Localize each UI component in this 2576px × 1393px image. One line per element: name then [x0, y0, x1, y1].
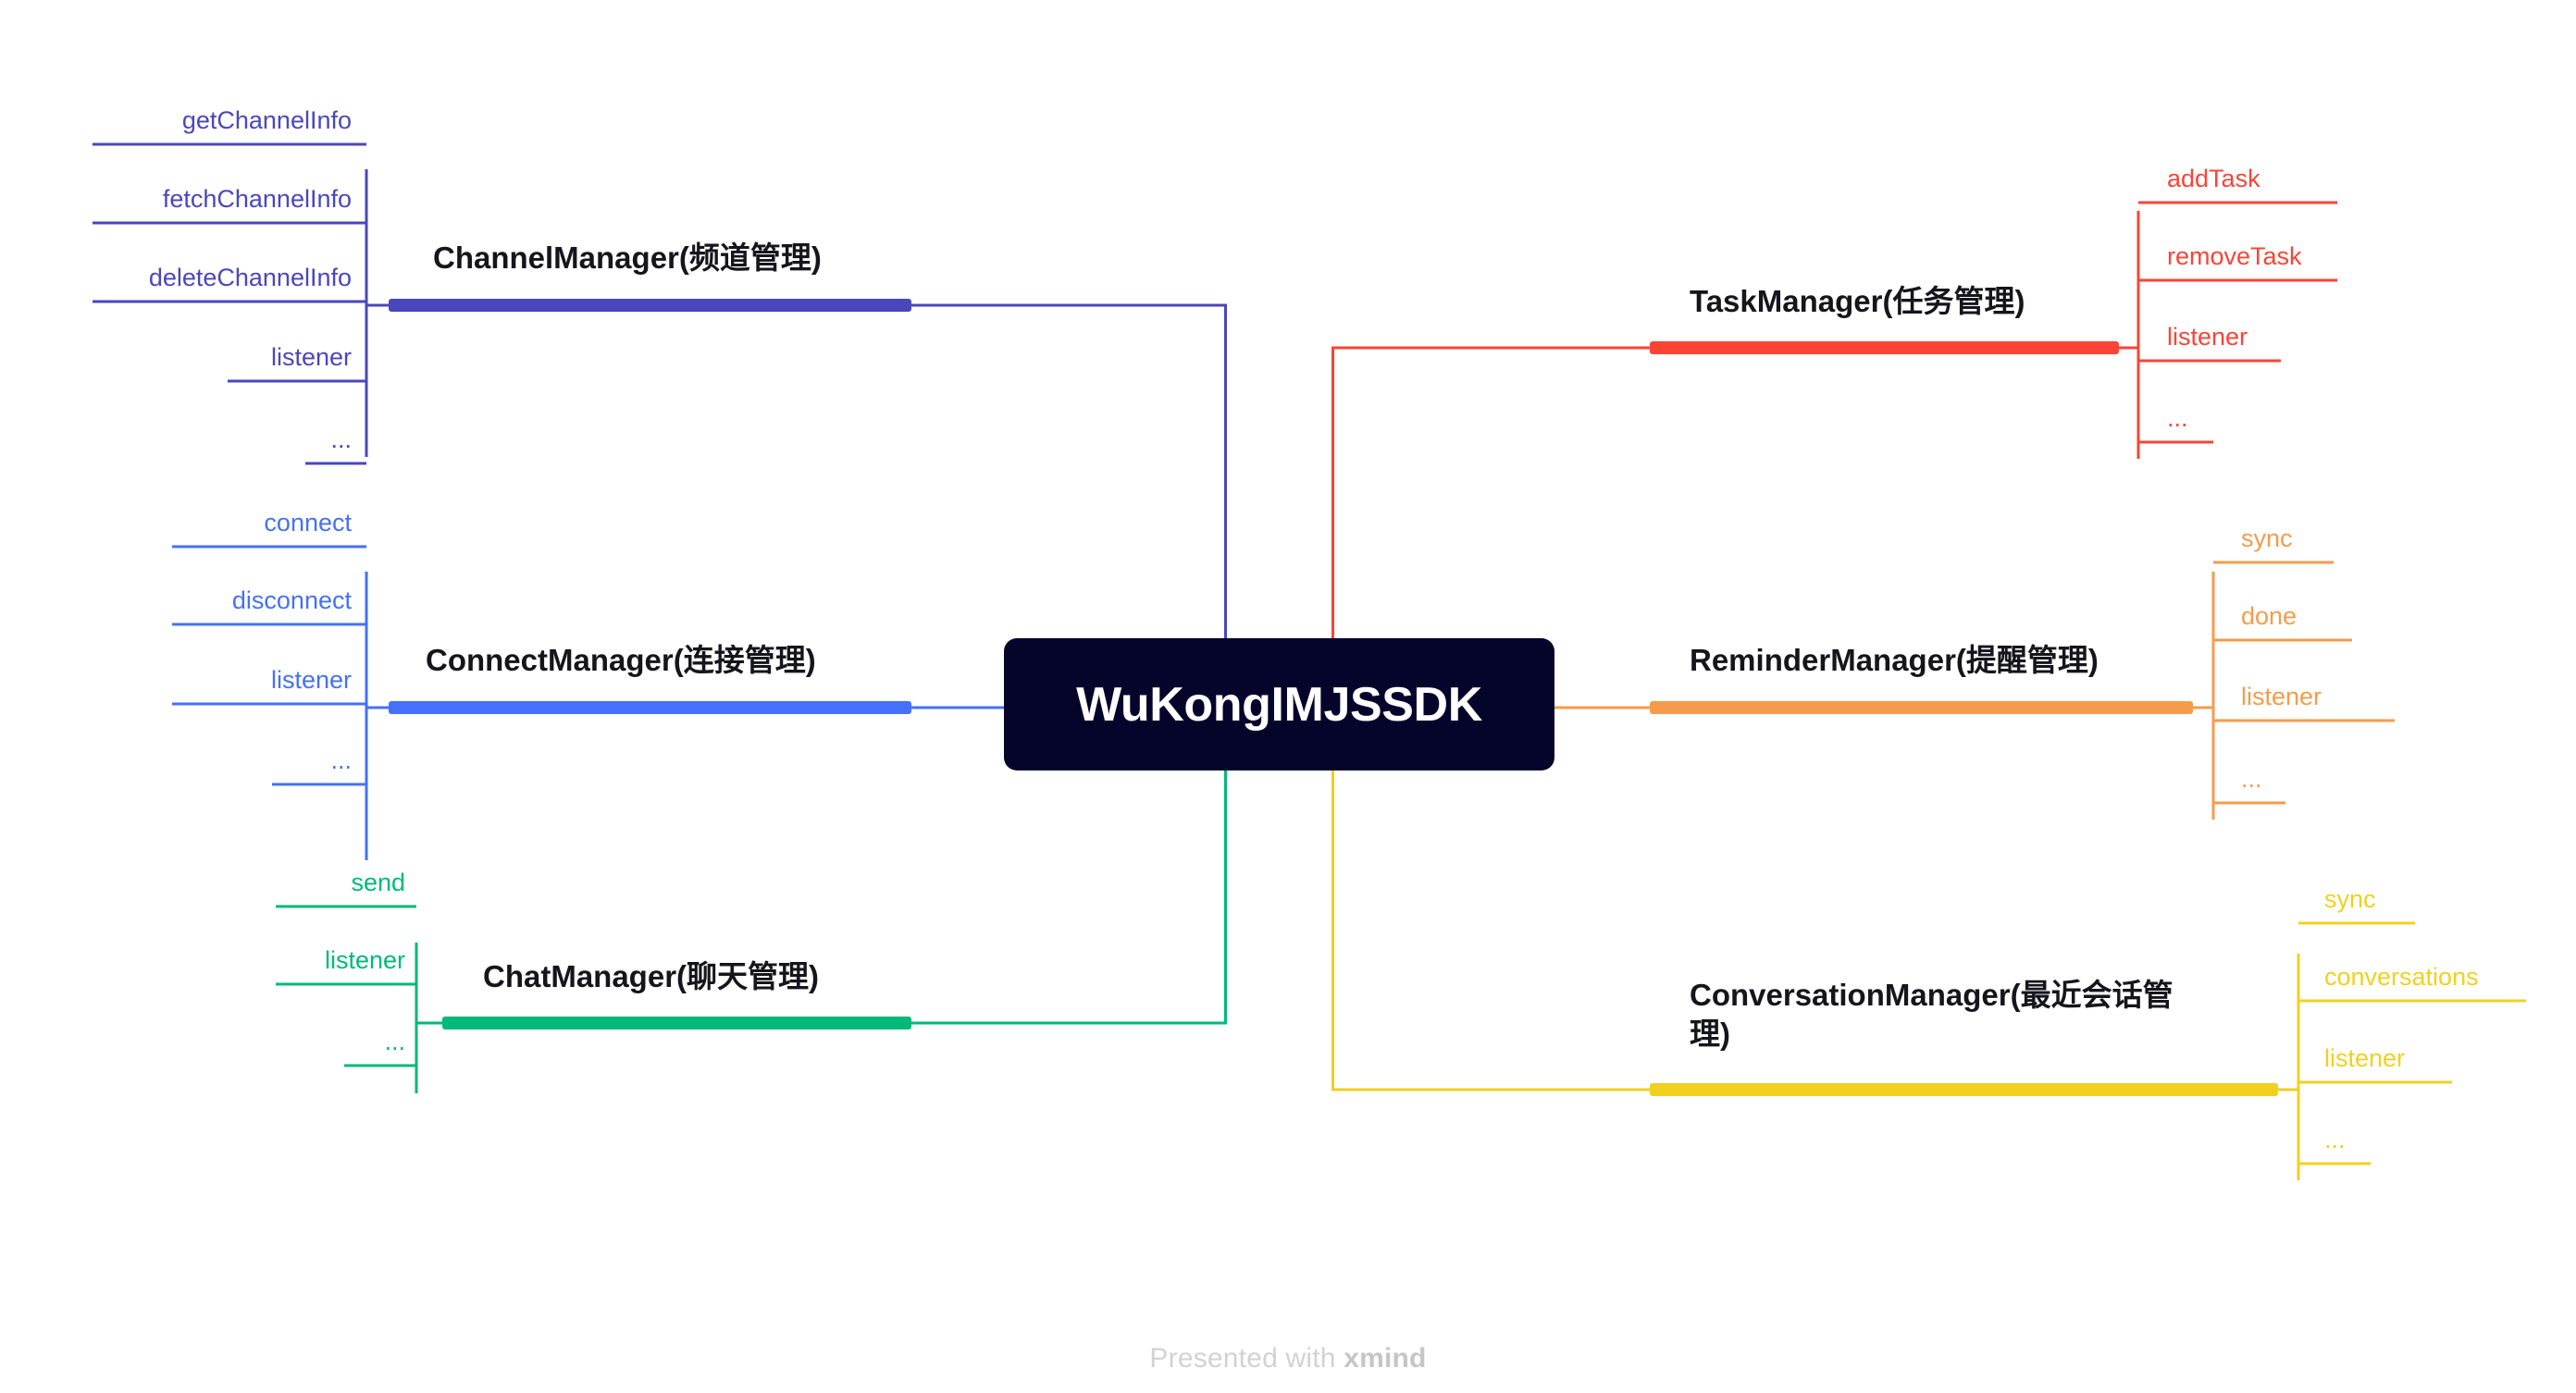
leaf-reminder-manager-2[interactable]: listener	[2241, 683, 2322, 710]
connector-conversation-manager	[1331, 770, 1650, 1091]
leaf-connect-manager-3[interactable]: ...	[330, 746, 352, 774]
watermark-prefix: Presented with	[1149, 1343, 1344, 1374]
leaf-task-manager-0[interactable]: addTask	[2167, 165, 2260, 192]
leaf-chat-manager-1[interactable]: listener	[324, 946, 405, 974]
watermark-brand: xmind	[1344, 1343, 1427, 1374]
branch-bar-connect-manager[interactable]	[389, 701, 911, 714]
leaf-channel-manager-3[interactable]: listener	[270, 343, 352, 371]
leaf-connect-manager-0[interactable]: connect	[264, 509, 352, 536]
leaf-channel-manager-1[interactable]: fetchChannelInfo	[162, 185, 352, 213]
leaf-channel-manager-0[interactable]: getChannelInfo	[181, 106, 352, 134]
leaf-channel-manager-4[interactable]: ...	[330, 425, 352, 453]
leaf-reminder-manager-3[interactable]: ...	[2241, 765, 2262, 793]
leaf-reminder-manager-0[interactable]: sync	[2241, 524, 2293, 552]
leaf-task-manager-2[interactable]: listener	[2167, 323, 2248, 351]
branch-label-task-manager: TaskManager(任务管理)	[1690, 284, 2025, 318]
branch-label-reminder-manager: ReminderManager(提醒管理)	[1690, 643, 2099, 677]
root-node-label: WuKongIMJSSDK	[1076, 677, 1482, 732]
branch-label-conversation-manager: ConversationManager(最近会话管 理)	[1690, 978, 2174, 1052]
connector-channel-manager	[911, 303, 1227, 638]
leaf-conversation-manager-3[interactable]: ...	[2324, 1126, 2346, 1153]
leaf-reminder-manager-1[interactable]: done	[2241, 602, 2297, 630]
branch-label-chat-manager: ChatManager(聊天管理)	[483, 959, 820, 993]
leaf-conversation-manager-1[interactable]: conversations	[2324, 963, 2479, 991]
leaf-conversation-manager-2[interactable]: listener	[2324, 1044, 2406, 1072]
leaf-chat-manager-0[interactable]: send	[351, 869, 405, 896]
leaf-channel-manager-2[interactable]: deleteChannelInfo	[148, 264, 352, 291]
leaf-task-manager-1[interactable]: removeTask	[2167, 242, 2302, 270]
leaf-chat-manager-2[interactable]: ...	[384, 1028, 405, 1055]
leaf-connect-manager-2[interactable]: listener	[270, 666, 352, 694]
branch-bar-channel-manager[interactable]	[389, 299, 911, 312]
root-node[interactable]: WuKongIMJSSDK	[1004, 638, 1554, 770]
branch-bar-task-manager[interactable]	[1650, 341, 2119, 354]
branch-label-connect-manager: ConnectManager(连接管理)	[426, 643, 816, 677]
branch-bar-conversation-manager[interactable]	[1650, 1083, 2278, 1096]
leaf-connect-manager-1[interactable]: disconnect	[231, 586, 352, 614]
branch-label-channel-manager: ChannelManager(频道管理)	[433, 240, 822, 275]
watermark: Presented with xmind	[0, 1343, 2576, 1375]
leaf-conversation-manager-0[interactable]: sync	[2324, 885, 2376, 913]
branch-bar-reminder-manager[interactable]	[1650, 701, 2193, 714]
leaf-task-manager-3[interactable]: ...	[2167, 404, 2188, 432]
connector-task-manager	[1331, 346, 1650, 638]
branch-bar-chat-manager[interactable]	[442, 1017, 911, 1029]
